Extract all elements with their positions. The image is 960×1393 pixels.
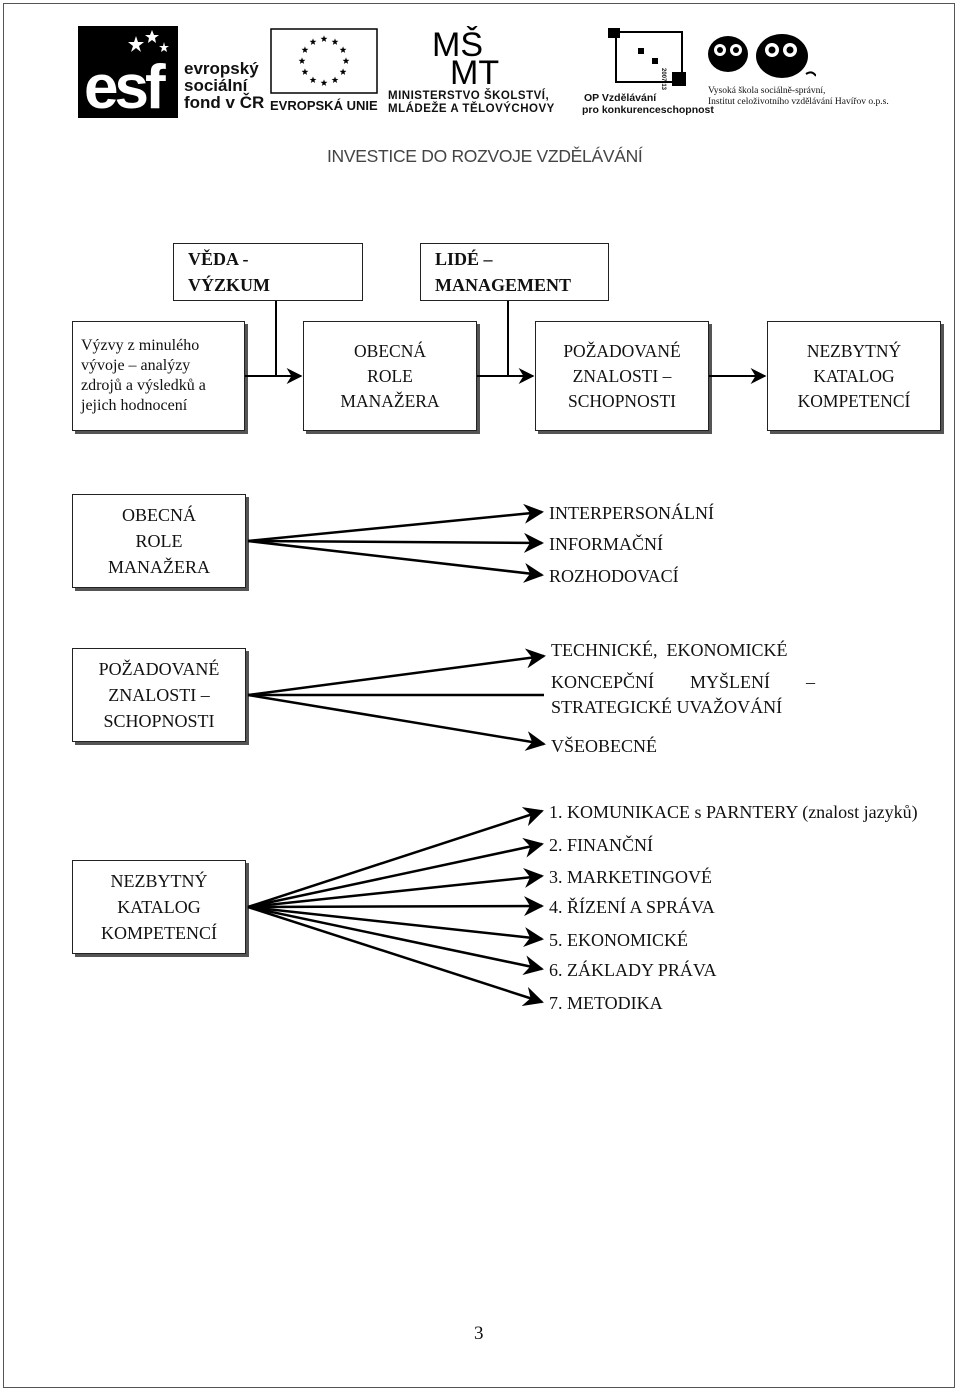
svg-text:MŠ: MŠ <box>432 26 483 64</box>
eu-flag-icon <box>270 28 378 94</box>
box-nezbytny-katalog: NEZBYTNÝ KATALOG KOMPETENCÍ <box>72 860 246 954</box>
box-veda-vyzkum: VĚDA - VÝZKUM <box>173 243 363 301</box>
eu-star-icon <box>309 76 317 83</box>
item-koncepcni: KONCEPČNÍ MYŠLENÍ – <box>551 672 816 692</box>
op-logo: 2007-13 OP Vzdělávání pro konkurencescho… <box>582 28 714 118</box>
slogan: INVESTICE DO ROZVOJE VZDĚLÁVÁNÍ <box>327 146 643 166</box>
esf-line1: evropský <box>184 59 259 78</box>
box-nezbytny-katalog-flow: NEZBYTNÝ KATALOG KOMPETENCÍ <box>767 321 941 431</box>
item-komunikace: 1. KOMUNIKACE s PARNTERY (znalost jazyků… <box>549 802 918 822</box>
eu-star-icon <box>301 46 309 53</box>
item-rizeni: 4. ŘÍZENÍ A SPRÁVA <box>549 897 715 917</box>
item-financni: 2. FINANČNÍ <box>549 835 654 855</box>
page-number: 3 <box>474 1323 484 1344</box>
svg-text:esf: esf <box>84 53 166 118</box>
eu-star-icon <box>331 38 339 45</box>
msmt-logo: MŠ MT MINISTERSTVO ŠKOLSTVÍ, MLÁDEŽE A T… <box>388 26 588 118</box>
box-vyzvy: Výzvy z minulého vývoje – analýzy zdrojů… <box>72 321 245 431</box>
page-border <box>3 3 955 1388</box>
eu-star-icon <box>320 35 328 42</box>
op-line2: pro konkurenceschopnost <box>582 104 714 116</box>
esf-emblem-icon: esf <box>78 26 178 122</box>
box-obecna-role-flow: OBECNÁ ROLE MANAŽERA <box>303 321 477 431</box>
box-pozadovane-znalosti-flow: POŽADOVANÉ ZNALOSTI – SCHOPNOSTI <box>535 321 709 431</box>
item-marketingove: 3. MARKETINGOVÉ <box>549 867 712 887</box>
msmt-emblem-icon: MŠ MT <box>432 26 499 86</box>
owl-emblem-icon <box>708 34 817 78</box>
item-ekonomicke: 5. EKONOMICKÉ <box>549 930 688 950</box>
op-years: 2007-13 <box>660 68 666 91</box>
msmt-line1: MINISTERSTVO ŠKOLSTVÍ, <box>388 90 550 102</box>
eu-star-icon <box>342 57 350 64</box>
eu-star-icon <box>298 57 306 64</box>
eu-star-icon <box>309 38 317 45</box>
school-line1: Vysoká škola sociálně-správní, <box>708 86 826 96</box>
school-line2: Institut celoživotního vzdělávání Havířo… <box>708 97 889 107</box>
item-metodika: 7. METODIKA <box>549 993 663 1013</box>
svg-text:MT: MT <box>450 54 499 86</box>
msmt-line2: MLÁDEŽE A TĚLOVÝCHOVY <box>388 103 555 115</box>
item-vseobecne: VŠEOBECNÉ <box>551 736 658 756</box>
item-strategicke: STRATEGICKÉ UVAŽOVÁNÍ <box>551 697 783 717</box>
op-line1: OP Vzdělávání <box>584 92 657 104</box>
box-pozadovane-znalosti: POŽADOVANÉ ZNALOSTI – SCHOPNOSTI <box>72 648 246 742</box>
eu-star-icon <box>339 68 347 75</box>
op-emblem-icon <box>608 28 686 86</box>
box-obecna-role: OBECNÁ ROLE MANAŽERA <box>72 494 246 588</box>
item-technicke: TECHNICKÉ, EKONOMICKÉ <box>551 640 788 660</box>
eu-star-icon <box>320 79 328 86</box>
item-interpersonalni: INTERPERSONÁLNÍ <box>549 503 714 523</box>
item-zaklady-prava: 6. ZÁKLADY PRÁVA <box>549 960 717 980</box>
esf-logo: esf evropský sociální fond v ČR <box>78 26 268 122</box>
eu-logo: EVROPSKÁ UNIE <box>270 28 380 118</box>
eu-star-icon <box>331 76 339 83</box>
eu-star-icon <box>339 46 347 53</box>
item-informacni: INFORMAČNÍ <box>549 534 664 554</box>
school-logo: Vysoká škola sociálně-správní, Institut … <box>706 30 916 112</box>
eu-star-icon <box>301 68 309 75</box>
esf-line3: fond v ČR <box>184 93 265 112</box>
eu-label: EVROPSKÁ UNIE <box>270 98 378 113</box>
box-lide-management: LIDÉ – MANAGEMENT <box>420 243 609 301</box>
item-rozhodovaci: ROZHODOVACÍ <box>549 566 679 586</box>
esf-line2: sociální <box>184 76 248 95</box>
